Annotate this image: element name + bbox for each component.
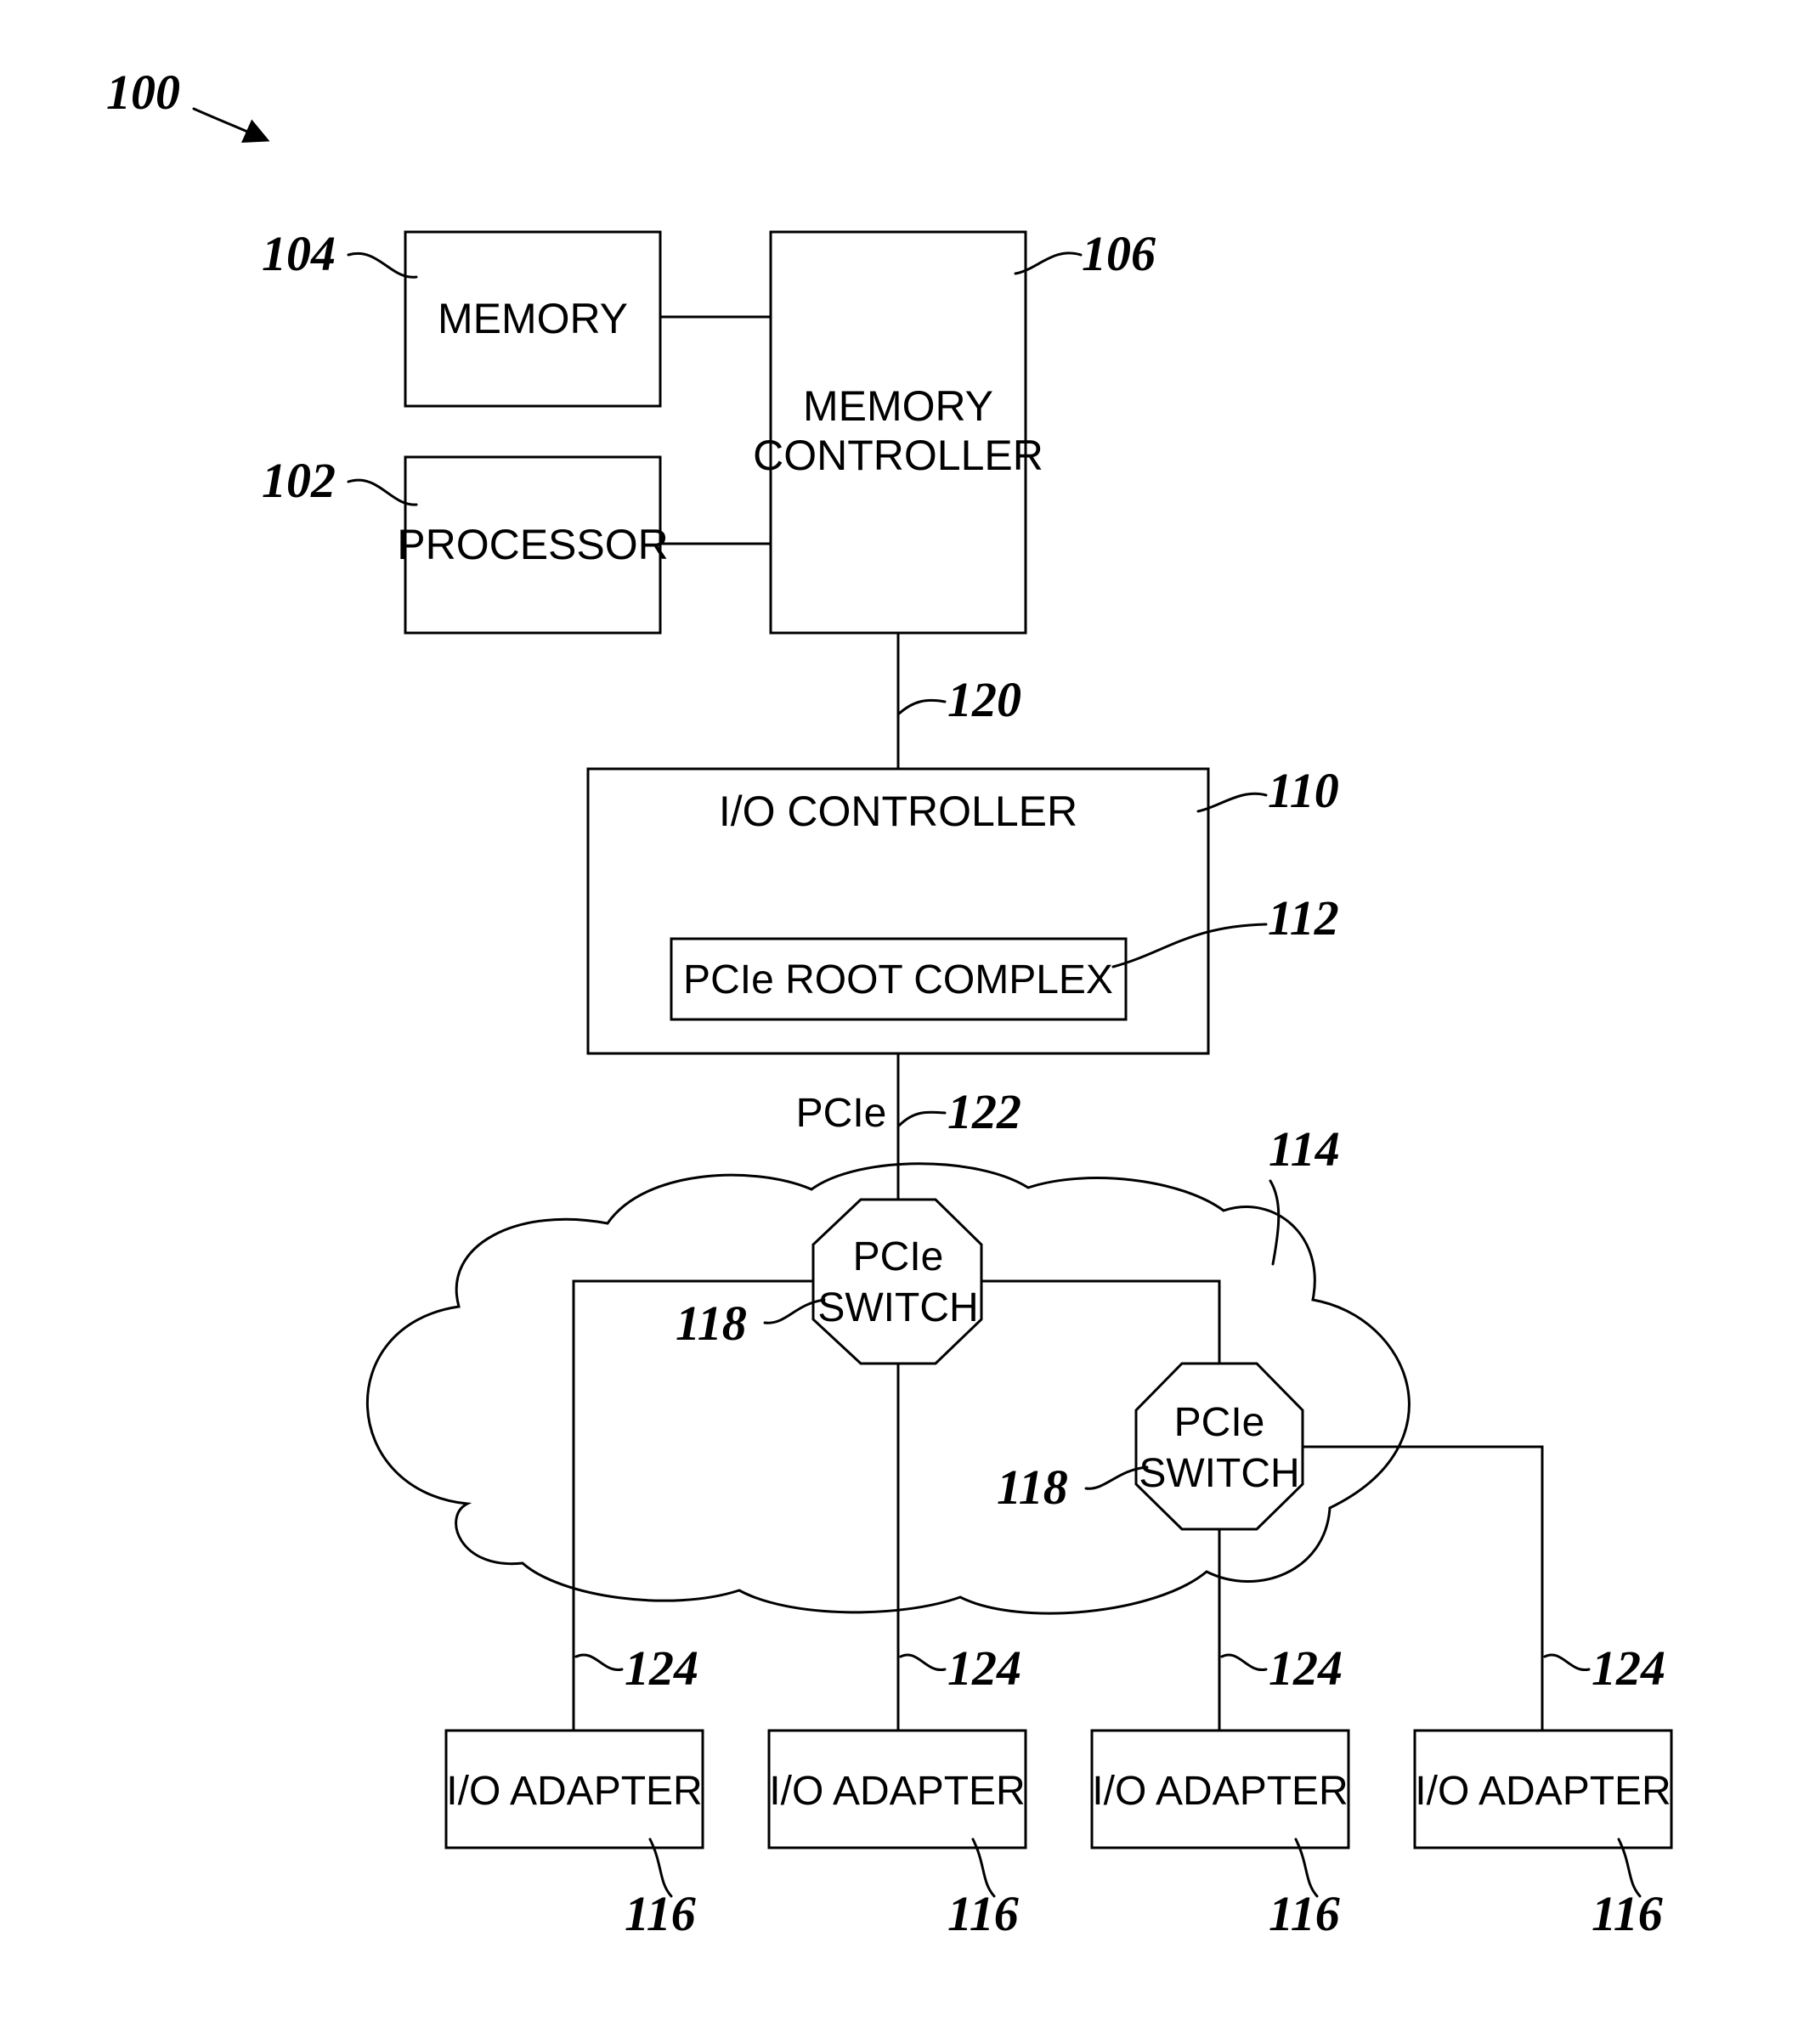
adapter-3-link-ref: 124 — [1269, 1640, 1343, 1696]
link-120-leader — [897, 698, 947, 715]
memory-label: MEMORY — [438, 295, 628, 342]
switch1-to-adapter1-link — [572, 1279, 813, 1731]
io-adapter-2-label: I/O ADAPTER — [769, 1769, 1025, 1814]
switch1-to-switch2-link — [981, 1279, 1221, 1364]
pcie-switch-1-leader — [763, 1298, 826, 1324]
memory-block: MEMORY — [404, 230, 662, 408]
adapter-4-ref: 116 — [1592, 1886, 1663, 1941]
adapter-1-ref-leader — [648, 1838, 673, 1898]
processor-leader — [347, 478, 418, 506]
switch-fabric-ref: 114 — [1269, 1121, 1340, 1177]
pcie-switch-1-ref: 118 — [676, 1296, 747, 1351]
adapter-4-ref-leader — [1617, 1838, 1642, 1898]
link-122-leader — [897, 1110, 947, 1127]
io-adapter-2: I/O ADAPTER — [767, 1729, 1027, 1849]
memory-controller-ref: 106 — [1082, 226, 1156, 281]
adapter-2-ref: 116 — [947, 1886, 1019, 1941]
pcie-switch-1-label-line2: SWITCH — [817, 1285, 978, 1330]
adapter-2-ref-leader — [971, 1838, 996, 1898]
memory-leader — [347, 251, 418, 279]
processor-block: PROCESSOR — [397, 455, 669, 635]
figure-arrow — [192, 107, 270, 143]
io-adapter-1: I/O ADAPTER — [444, 1729, 704, 1849]
io-adapter-4-label: I/O ADAPTER — [1415, 1769, 1671, 1814]
memory-ref: 104 — [262, 226, 336, 281]
pcie-root-complex-label: PCIe ROOT COMPLEX — [683, 957, 1113, 1002]
pcie-switch-2-leader — [1084, 1465, 1149, 1490]
adapter-1-link-ref: 124 — [625, 1640, 698, 1696]
io-adapter-4: I/O ADAPTER — [1413, 1729, 1673, 1849]
memory-controller-label-line1: MEMORY — [803, 382, 993, 430]
adapter-4-link-ref: 124 — [1592, 1640, 1665, 1696]
figure-number: 100 — [106, 65, 180, 120]
pcie-switch-1: PCIe SWITCH — [811, 1198, 983, 1365]
pcie-root-complex-block: PCIe ROOT COMPLEX — [670, 937, 1128, 1021]
memory-controller-leader — [1014, 251, 1083, 275]
pcie-switch-2-label-line1: PCIe — [1174, 1400, 1265, 1445]
memory-controller-label-line2: CONTROLLER — [753, 432, 1043, 479]
pcie-link-label: PCIe — [796, 1091, 887, 1136]
adapter-1-link-leader — [574, 1653, 624, 1671]
link-122-ref: 122 — [947, 1084, 1021, 1139]
link-120-ref: 120 — [947, 672, 1021, 727]
pcie-root-complex-ref: 112 — [1268, 890, 1339, 946]
pcie-switch-2-label-line2: SWITCH — [1139, 1451, 1299, 1496]
adapter-3-link-leader — [1220, 1653, 1268, 1671]
pcie-switch-1-label-line1: PCIe — [853, 1234, 944, 1279]
adapter-3-ref: 116 — [1269, 1886, 1340, 1941]
io-adapter-3: I/O ADAPTER — [1090, 1729, 1350, 1849]
adapter-4-link-leader — [1543, 1653, 1591, 1671]
io-controller-ref: 110 — [1268, 763, 1339, 818]
adapter-2-link-leader — [899, 1653, 947, 1671]
io-controller-leader — [1196, 792, 1268, 813]
pcie-switch-2: PCIe SWITCH — [1134, 1362, 1304, 1531]
processor-label: PROCESSOR — [397, 521, 669, 568]
adapter-3-ref-leader — [1294, 1838, 1319, 1898]
adapter-2-link-ref: 124 — [947, 1640, 1021, 1696]
switch2-to-adapter4-link — [1303, 1445, 1544, 1731]
io-adapter-1-label: I/O ADAPTER — [446, 1769, 702, 1814]
pcie-switch-2-ref: 118 — [997, 1460, 1068, 1515]
switch-fabric-leader — [1269, 1179, 1281, 1266]
adapter-1-ref: 116 — [625, 1886, 696, 1941]
io-adapter-3-label: I/O ADAPTER — [1092, 1769, 1348, 1814]
switch-fabric-cloud — [365, 1162, 1411, 1615]
memory-controller-block: MEMORY CONTROLLER — [753, 230, 1043, 635]
processor-ref: 102 — [262, 453, 336, 508]
io-controller-label: I/O CONTROLLER — [719, 788, 1077, 835]
pcie-root-complex-leader — [1111, 923, 1268, 968]
